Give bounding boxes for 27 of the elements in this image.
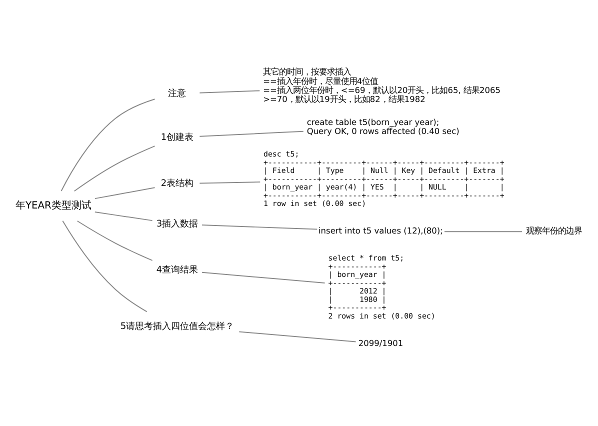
- node-text: 2099/1901: [358, 338, 404, 348]
- connector: [94, 212, 153, 222]
- connector: [199, 90, 260, 94]
- node-text: 观察年份的边界: [526, 226, 582, 236]
- node-text: 注意: [168, 89, 186, 100]
- node-text: 1创建表: [160, 132, 194, 143]
- node-text: 4查询结果: [156, 266, 198, 276]
- node-text: 年YEAR类型测试: [15, 200, 92, 212]
- connector: [199, 130, 304, 137]
- connector: [202, 224, 318, 230]
- connector: [202, 272, 326, 284]
- connector: [94, 187, 156, 200]
- node-text: desc t5; +-----------+---------+------+-----+---------+-------+ | Field | Type | Null | Key | Default | Extra | +-----------+---------+------+-----+---------+-------+ | born_year | year(4) | YES | | NULL | | +-----------+---------+------+-----+---------+-------+ 1 row in set (0.00 sec): [264, 150, 504, 208]
- connector: [76, 220, 153, 261]
- connector: [62, 220, 148, 312]
- connector: [444, 231, 523, 232]
- node-text: 5请思考插入四位值会怎样？: [120, 322, 234, 332]
- connector: [199, 182, 261, 184]
- connector: [74, 146, 156, 192]
- node-text: insert into t5 values (12),(80);: [318, 226, 443, 236]
- node-text: 2表结构: [160, 179, 194, 190]
- connector: [238, 331, 356, 342]
- node-text: create table t5(born_year year); Query OK, 0 rows affected (0.40 sec): [306, 117, 460, 136]
- node-text: 其它的时间，按要求插入 ==插入年份时，尽量使用4位值 ==插入两位年份时，<=69，默认以20开头，比如65, 结果2065 >=70，默认以19开头，比如82，结果1982: [263, 66, 500, 104]
- node-text: 3插入数据: [156, 219, 198, 230]
- connector: [60, 98, 156, 192]
- node-text: select * from t5; +-----------+ | born_year | +-----------+ | 2012 | | 1980 | +-----------+ 2 rows in set (0.00 sec): [328, 254, 436, 320]
